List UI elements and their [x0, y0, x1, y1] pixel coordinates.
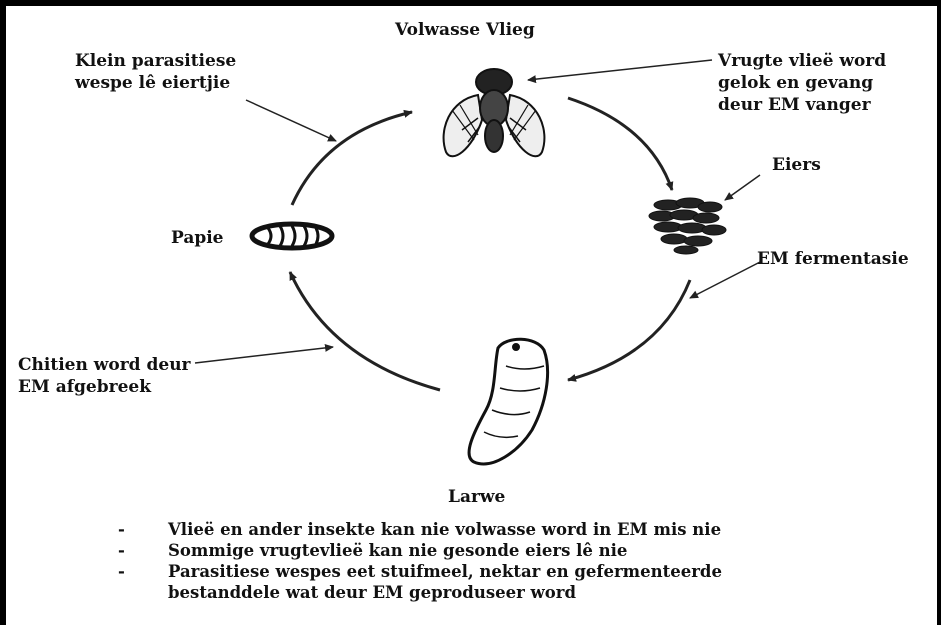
note-item: - Vlieë en ander insekte kan nie volwass…: [118, 519, 722, 540]
note-dash: -: [118, 540, 125, 561]
egg-cluster-icon: [649, 198, 726, 254]
note-text: Parasitiese wespes eet stuifmeel, nektar…: [168, 562, 722, 581]
wasp-label-line1: Klein parasitiese: [75, 51, 236, 72]
chitin-label-line1: Chitien word deur: [18, 355, 191, 376]
note-text: Sommige vrugtevlieë kan nie gesonde eier…: [168, 541, 627, 560]
note-dash: -: [118, 519, 125, 540]
pupa-label: Papie: [171, 228, 224, 249]
fruitfly-label-line2: gelok en gevang: [718, 73, 873, 94]
note-item: - Parasitiese wespes eet stuifmeel, nekt…: [118, 561, 722, 582]
pupa-icon: [252, 224, 332, 248]
note-dash: -: [118, 561, 125, 582]
note-item-continuation: bestanddele wat deur EM geproduseer word: [118, 582, 722, 603]
note-text: Vlieë en ander insekte kan nie volwasse …: [168, 520, 721, 539]
fermentation-label: EM fermentasie: [757, 249, 909, 270]
fly-icon: [444, 69, 545, 156]
chitin-label-line2: EM afgebreek: [18, 377, 151, 398]
annotation-arrow-eggs: [725, 175, 760, 200]
notes-list: - Vlieë en ander insekte kan nie volwass…: [118, 519, 722, 603]
fruitfly-label-line1: Vrugte vlieë word: [718, 51, 886, 72]
larva-label: Larwe: [448, 487, 505, 508]
annotation-arrow-wasp: [246, 100, 336, 141]
adult-fly-label: Volwasse Vlieg: [395, 20, 535, 41]
cycle-arrow-pupa-to-adult: [292, 112, 412, 205]
eggs-label: Eiers: [772, 155, 821, 176]
annotation-arrow-chitin: [195, 347, 333, 363]
annotation-arrow-fermentation: [690, 262, 760, 298]
note-item: - Sommige vrugtevlieë kan nie gesonde ei…: [118, 540, 722, 561]
note-text: bestanddele wat deur EM geproduseer word: [168, 583, 576, 602]
fruitfly-label-line3: deur EM vanger: [718, 95, 871, 116]
cycle-arrow-eggs-to-larva: [568, 280, 690, 380]
larva-icon: [469, 339, 548, 464]
wasp-label-line2: wespe lê eiertjie: [75, 73, 230, 94]
cycle-arrow-larva-to-pupa: [290, 272, 440, 390]
annotation-arrow-fruitfly: [528, 60, 712, 80]
cycle-arrow-adult-to-eggs: [568, 98, 672, 190]
